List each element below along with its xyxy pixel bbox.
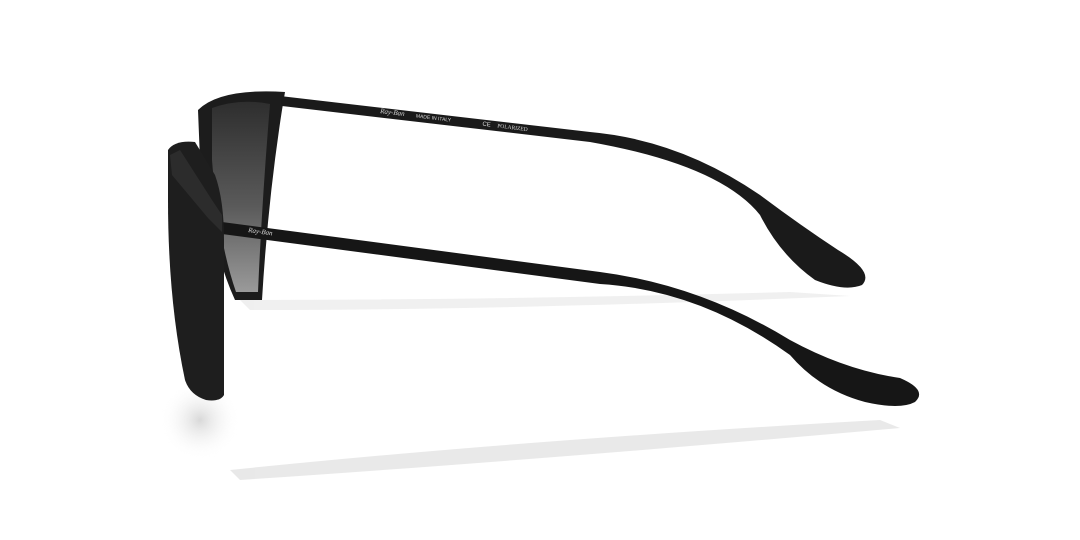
shadow [160,292,900,480]
made-in-label: MADE IN ITALY [415,113,452,123]
far-lens-frame [198,91,285,300]
near-temple: Ray-Ban [222,222,920,406]
near-temple-brand-logo: Ray-Ban [247,226,274,238]
polarized-label: POLARIZED [497,123,528,133]
far-temple: Ray-Ban MADE IN ITALY CE POLARIZED [280,96,866,288]
far-temple-brand-logo: Ray-Ban [379,107,406,118]
ce-mark: CE [482,122,491,129]
near-frame-front [168,141,224,401]
